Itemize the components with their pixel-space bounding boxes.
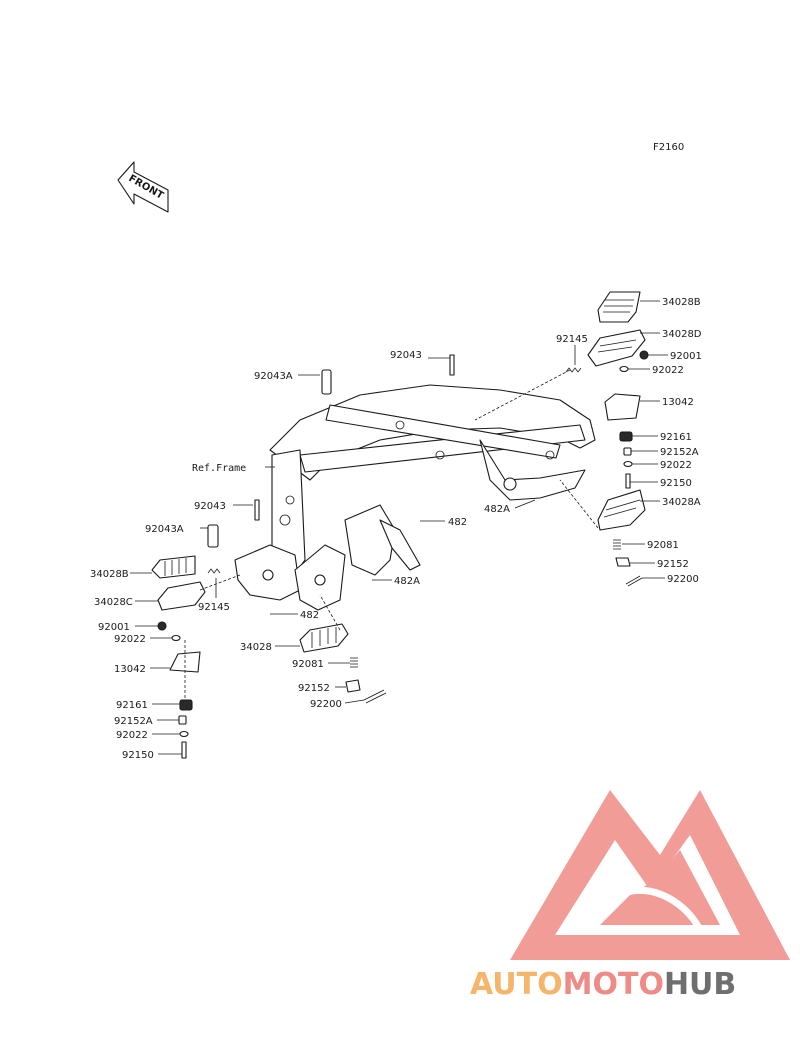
pin-92043a-left <box>207 524 219 548</box>
bracket-13042-right <box>604 393 641 421</box>
label-34028d: 34028D <box>662 329 702 340</box>
watermark-moto: MOTO <box>563 967 664 1002</box>
part-labels: 34028B 34028D 92145 92001 92022 92043 92… <box>90 297 702 761</box>
collar-92152-right <box>615 557 631 567</box>
footpeg-34028c <box>157 581 206 611</box>
ref-frame-label: Ref.Frame <box>192 463 246 474</box>
label-92081-left: 92081 <box>292 659 324 670</box>
collar-92152-left <box>345 679 361 693</box>
label-92043-top: 92043 <box>390 350 422 361</box>
footpeg-34028a <box>597 489 646 531</box>
footpeg-34028d <box>587 329 646 367</box>
pin-92200-left <box>363 689 387 704</box>
diagram-code: F2160 <box>653 142 684 153</box>
collar-92161-left <box>179 699 193 711</box>
bolt-92150-left <box>181 741 187 759</box>
label-92161-left: 92161 <box>116 700 148 711</box>
automotohub-logo <box>510 790 790 960</box>
label-482-low: 482 <box>300 610 319 621</box>
watermark-text: AUTOMOTOHUB <box>470 967 736 1002</box>
collar-92161-right <box>619 431 633 442</box>
label-482-mid: 482 <box>448 517 467 528</box>
pin-92043a-top <box>321 369 332 395</box>
label-13042-right: 13042 <box>662 397 694 408</box>
washer-92022-right-1 <box>619 365 629 373</box>
bolt-92150-right <box>625 473 631 489</box>
label-34028b-left: 34028B <box>90 569 129 580</box>
spring-92145-left <box>207 568 221 574</box>
label-92150-left: 92150 <box>122 750 154 761</box>
label-92152a-right: 92152A <box>660 447 699 458</box>
label-92001-left: 92001 <box>98 622 130 633</box>
washer-92022-left-1 <box>171 634 181 642</box>
label-92081-right: 92081 <box>647 540 679 551</box>
label-92200-right: 92200 <box>667 574 699 585</box>
pin-92200-right <box>625 575 643 587</box>
label-34028c: 34028C <box>94 597 133 608</box>
label-92145-left: 92145 <box>198 602 230 613</box>
label-92150-right: 92150 <box>660 478 692 489</box>
label-92145-right: 92145 <box>556 334 588 345</box>
label-92161-right: 92161 <box>660 432 692 443</box>
watermark-hub: HUB <box>664 967 736 1002</box>
spring-92145-right <box>565 367 582 373</box>
washer-92022-left-2 <box>179 730 189 738</box>
footpeg-rubber-34028b-right <box>597 291 641 323</box>
label-92152-left: 92152 <box>298 683 330 694</box>
label-92022-left-2: 92022 <box>116 730 148 741</box>
label-92022-left-1: 92022 <box>114 634 146 645</box>
label-482a-mid: 482A <box>394 576 420 587</box>
washer-92022-right-2 <box>623 460 633 468</box>
label-92152-right: 92152 <box>657 559 689 570</box>
front-arrow-icon: FRONT <box>117 161 169 213</box>
spring-92081-left <box>350 657 358 668</box>
label-92043a-left: 92043A <box>145 524 184 535</box>
frame-drawing <box>234 384 596 611</box>
label-92043a-top: 92043A <box>254 371 293 382</box>
label-34028b-right: 34028B <box>662 297 701 308</box>
label-482a-right: 482A <box>484 504 510 515</box>
label-13042-left: 13042 <box>114 664 146 675</box>
pin-92043-left <box>254 499 260 521</box>
label-92043-left: 92043 <box>194 501 226 512</box>
label-92200-left: 92200 <box>310 699 342 710</box>
collar-92152a-left <box>178 715 187 725</box>
watermark-auto: AUTO <box>470 967 563 1002</box>
spring-92081-right <box>613 539 621 550</box>
label-92022-right-2: 92022 <box>660 460 692 471</box>
label-92022-right-1: 92022 <box>652 365 684 376</box>
label-34028a: 34028A <box>662 497 701 508</box>
label-92001-right: 92001 <box>670 351 702 362</box>
footpeg-rubber-34028b-left <box>151 555 196 579</box>
footpeg-34028 <box>299 623 349 653</box>
collar-92152a-right <box>623 447 632 456</box>
bolt-92001-left <box>157 621 167 631</box>
bolt-92001-right <box>639 350 649 360</box>
label-92152a-left: 92152A <box>114 716 153 727</box>
pin-92043-top <box>449 354 455 376</box>
label-34028: 34028 <box>240 642 272 653</box>
leader-lines <box>130 300 668 755</box>
